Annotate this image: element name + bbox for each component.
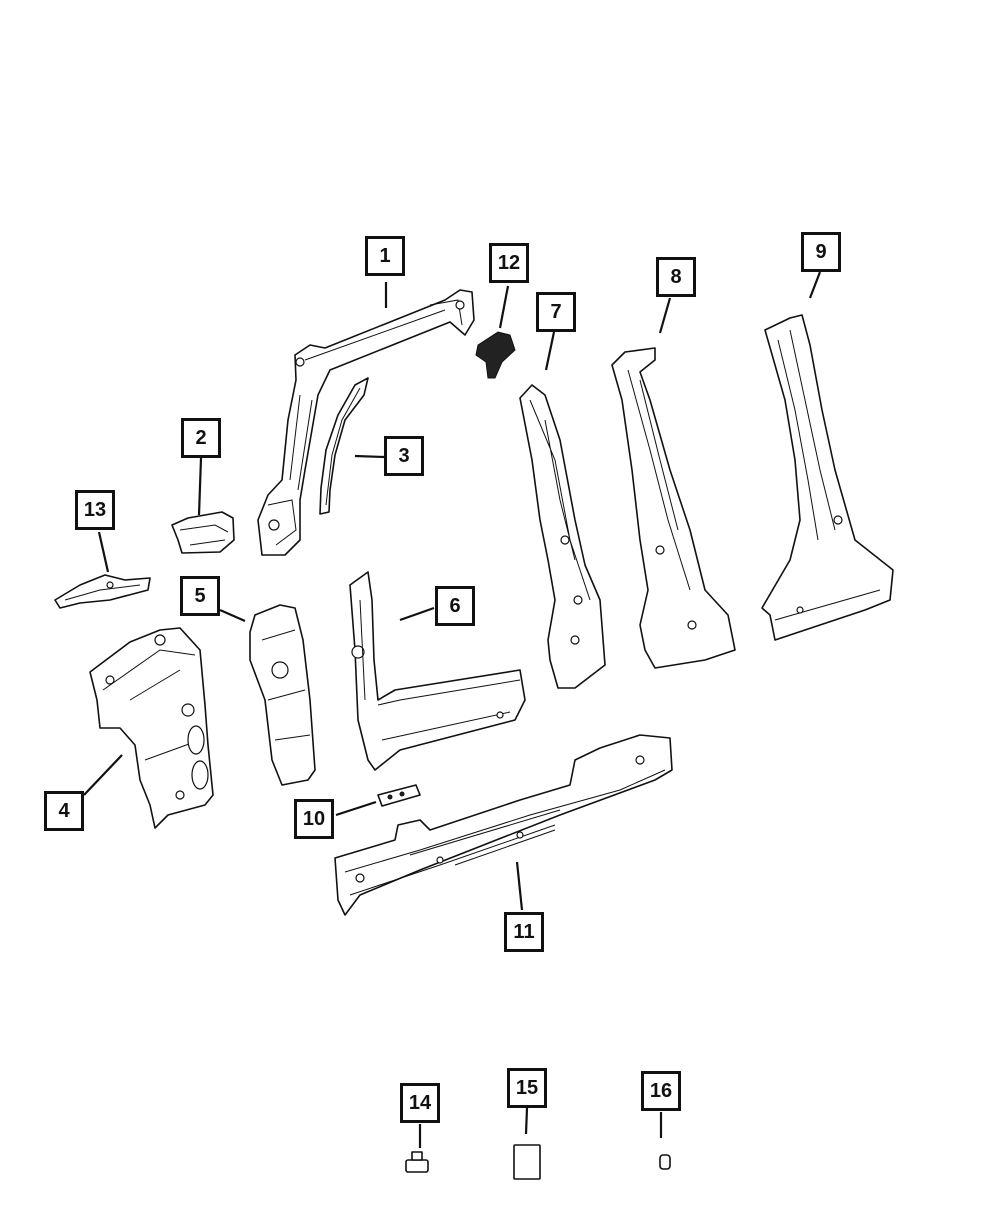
leader-3 <box>354 454 385 459</box>
callout-5-label: 5 <box>194 584 206 607</box>
leader-8 <box>658 297 672 334</box>
part-2-bracket[interactable] <box>171 511 235 554</box>
leader-5 <box>219 608 246 623</box>
leader-4 <box>83 754 123 796</box>
leader-6 <box>399 606 435 622</box>
callout-11-label: 11 <box>513 920 535 943</box>
callout-15[interactable]: 15 <box>507 1068 547 1108</box>
callout-3-label: 3 <box>398 444 410 467</box>
part-4-hinge-pillar[interactable] <box>89 627 214 829</box>
callout-4[interactable]: 4 <box>44 791 84 831</box>
callout-8[interactable]: 8 <box>656 257 696 297</box>
leader-10 <box>335 800 377 817</box>
callout-1[interactable]: 1 <box>365 236 405 276</box>
part-1-roof-rail-pillar[interactable] <box>257 289 475 556</box>
callout-6[interactable]: 6 <box>435 586 475 626</box>
part-12-striker-bracket[interactable] <box>475 331 516 379</box>
leader-2 <box>197 457 203 516</box>
part-11-sill-rocker[interactable] <box>334 734 673 916</box>
callout-8-label: 8 <box>670 265 682 288</box>
part-13-plate[interactable] <box>54 574 151 609</box>
callout-15-label: 15 <box>515 1076 539 1099</box>
callout-7-label: 7 <box>550 300 562 323</box>
callout-6-label: 6 <box>449 594 461 617</box>
callout-13-label: 13 <box>83 498 107 521</box>
part-10-small-bracket[interactable] <box>377 784 421 807</box>
callout-16-label: 16 <box>649 1079 673 1102</box>
leader-13 <box>97 531 110 573</box>
part-6-door-opening-panel[interactable] <box>349 571 526 771</box>
callout-5[interactable]: 5 <box>180 576 220 616</box>
leader-15 <box>524 1107 529 1135</box>
callout-9-label: 9 <box>815 240 827 263</box>
callout-10-label: 10 <box>302 807 326 830</box>
part-3-reinforcement[interactable] <box>319 377 369 515</box>
part-9-b-pillar-outer[interactable] <box>761 314 894 641</box>
part-14-nut[interactable] <box>405 1151 429 1173</box>
callout-3[interactable]: 3 <box>384 436 424 476</box>
callout-13[interactable]: 13 <box>75 490 115 530</box>
leader-7 <box>544 331 556 371</box>
part-16-clip[interactable] <box>659 1154 671 1170</box>
callout-14[interactable]: 14 <box>400 1083 440 1123</box>
callout-14-label: 14 <box>408 1091 432 1114</box>
callout-12[interactable]: 12 <box>489 243 529 283</box>
leader-12 <box>498 285 510 329</box>
callout-9[interactable]: 9 <box>801 232 841 272</box>
callout-1-label: 1 <box>379 244 391 267</box>
callout-7[interactable]: 7 <box>536 292 576 332</box>
callout-2[interactable]: 2 <box>181 418 221 458</box>
part-8-b-pillar-reinforcement[interactable] <box>611 347 736 669</box>
callout-10[interactable]: 10 <box>294 799 334 839</box>
callout-12-label: 12 <box>497 251 521 274</box>
part-5-pillar-reinforcement[interactable] <box>249 604 316 786</box>
callout-11[interactable]: 11 <box>504 912 544 952</box>
callout-4-label: 4 <box>58 799 70 822</box>
callout-2-label: 2 <box>195 426 207 449</box>
part-7-b-pillar-inner[interactable] <box>519 384 606 689</box>
callout-16[interactable]: 16 <box>641 1071 681 1111</box>
leader-11 <box>515 861 524 911</box>
part-15-patch[interactable] <box>513 1144 541 1180</box>
leader-9 <box>808 271 822 299</box>
